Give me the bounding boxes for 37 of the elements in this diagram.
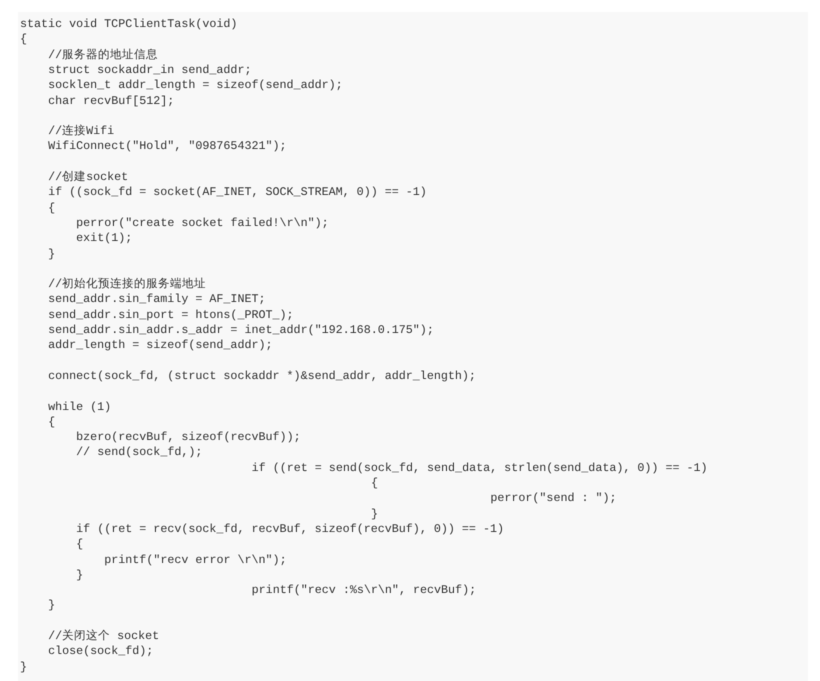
code-line: { xyxy=(371,476,378,492)
code-line: send_addr.sin_family = AF_INET; xyxy=(48,292,266,308)
code-line: static void TCPClientTask(void) xyxy=(20,17,238,32)
code-line: send_addr.sin_port = htons(_PROT_); xyxy=(48,308,294,323)
code-line: } xyxy=(48,246,56,262)
code-line: char recvBuf[512]; xyxy=(48,94,174,109)
code-line: addr_length = sizeof(send_addr); xyxy=(48,338,273,354)
code-line: send_addr.sin_addr.s_addr = inet_addr("192.168.0.175"); xyxy=(48,323,434,338)
code-line: } xyxy=(76,568,84,584)
code-line: //关闭这个 socket xyxy=(48,629,160,644)
code-line: //连接Wifi xyxy=(48,124,114,140)
code-line: printf("recv error \r\n"); xyxy=(104,552,287,568)
code-line: { xyxy=(48,414,56,430)
code-line: if ((sock_fd = socket(AF_INET, SOCK_STREAM, 0)) == -1) xyxy=(48,185,427,201)
code-line: WifiConnect("Hold", "0987654321"); xyxy=(48,139,287,155)
code-line: } xyxy=(371,506,378,522)
code-line: if ((ret = recv(sock_fd, recvBuf, sizeof(recvBuf), 0)) == -1) xyxy=(76,522,504,538)
code-line: struct sockaddr_in send_addr; xyxy=(48,62,252,78)
code-line: close(sock_fd); xyxy=(48,644,154,660)
code-line: socklen_t addr_length = sizeof(send_addr); xyxy=(48,78,343,94)
code-line: printf("recv :%s\r\n", recvBuf); xyxy=(252,583,476,598)
code-line: //创建socket xyxy=(48,170,128,186)
code-line: { xyxy=(20,32,28,48)
code-line: bzero(recvBuf, sizeof(recvBuf)); xyxy=(76,430,301,446)
code-line: } xyxy=(20,660,28,675)
code-line: } xyxy=(48,598,56,614)
code-line: //服务器的地址信息 xyxy=(48,48,158,63)
code-line: connect(sock_fd, (struct sockaddr *)&send_addr, addr_length); xyxy=(48,368,476,384)
code-line: // send(sock_fd,); xyxy=(76,445,202,461)
code-line: if ((ret = send(sock_fd, send_data, strlen(send_data), 0)) == -1) xyxy=(252,460,708,476)
code-line: { xyxy=(76,537,84,552)
code-line: { xyxy=(48,200,56,216)
code-line: //初始化预连接的服务端地址 xyxy=(48,277,206,292)
code-line: while (1) xyxy=(48,400,112,415)
code-line: perror("send : "); xyxy=(490,491,617,507)
code-line: exit(1); xyxy=(76,231,132,246)
code-line: perror("create socket failed!\r\n"); xyxy=(76,216,329,232)
